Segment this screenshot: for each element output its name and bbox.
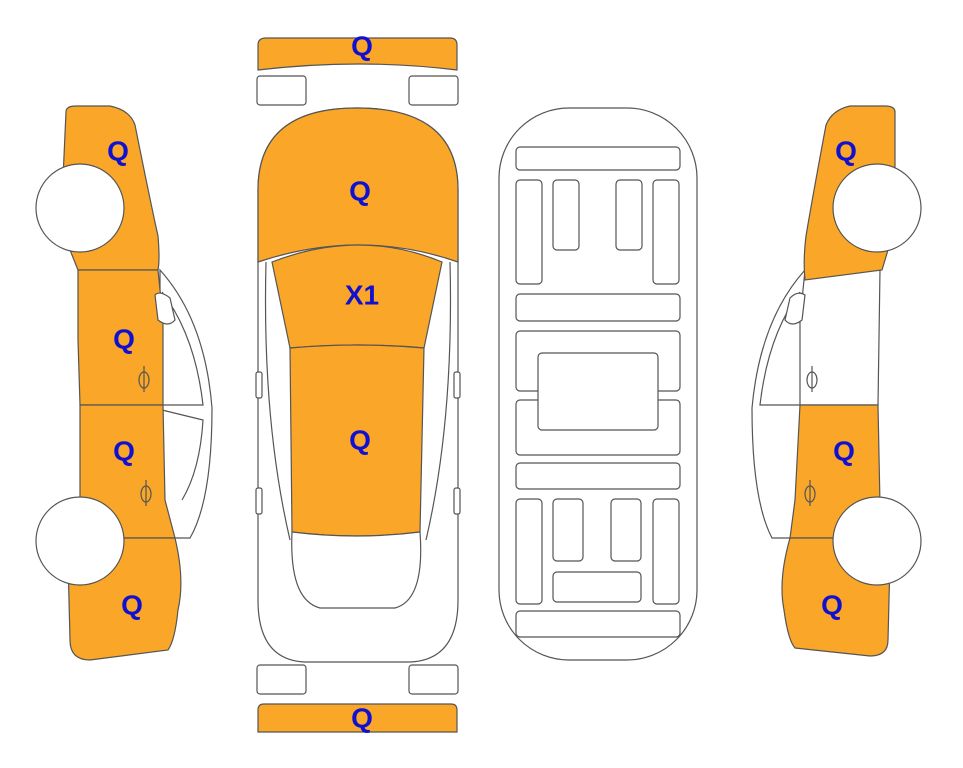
left-rear-quarter-label: Q bbox=[121, 590, 143, 621]
left-rear-door-label: Q bbox=[113, 436, 135, 467]
underbody-box-fr bbox=[615, 179, 643, 251]
underbody-rear-plate bbox=[552, 571, 642, 603]
roof-label: Q bbox=[349, 425, 371, 456]
right-rear-door-handle bbox=[804, 480, 816, 506]
windshield-label: X1 bbox=[345, 280, 379, 311]
left-side-marker bbox=[255, 487, 263, 515]
underbody-center-plate bbox=[537, 352, 659, 431]
underbody-rail-fr bbox=[652, 179, 680, 285]
underbody-crossmember-1 bbox=[515, 293, 681, 322]
underbody-view bbox=[498, 107, 698, 661]
right-rear-door-label: Q bbox=[833, 436, 855, 467]
left-mirror bbox=[255, 371, 263, 399]
left-front-fender-label: Q bbox=[107, 136, 129, 167]
left-front-wheel bbox=[35, 163, 125, 253]
right-cabin-outline bbox=[751, 268, 806, 539]
right-front-door-handle bbox=[806, 366, 818, 392]
right-front-wheel bbox=[832, 163, 922, 253]
left-side-glass bbox=[264, 261, 291, 541]
left-rear-wheel bbox=[35, 496, 125, 586]
underbody-box-fl bbox=[552, 179, 580, 251]
left-front-door-label: Q bbox=[113, 324, 135, 355]
underbody-front-bar bbox=[515, 146, 681, 171]
underbody-rear-bar bbox=[515, 610, 681, 638]
right-side-marker bbox=[453, 487, 461, 515]
right-rear-wheel bbox=[832, 496, 922, 586]
right-mirror bbox=[453, 371, 461, 399]
front-bumper-panel[interactable] bbox=[257, 37, 458, 71]
right-side-view: Q Q Q bbox=[751, 105, 922, 657]
rear-bumper-label: Q bbox=[351, 703, 373, 734]
underbody-box-rl bbox=[552, 498, 584, 562]
top-view: Q Q X1 Q Q bbox=[255, 31, 461, 734]
underbody-rail-rr bbox=[652, 498, 680, 605]
rear-window bbox=[291, 531, 422, 609]
right-front-fender-label: Q bbox=[835, 136, 857, 167]
underbody-box-rr bbox=[610, 498, 642, 562]
underbody-crossmember-2 bbox=[515, 462, 681, 490]
underbody-rail-fl bbox=[515, 179, 543, 285]
right-mirror-side bbox=[784, 292, 806, 325]
rear-bumper-panel[interactable] bbox=[257, 703, 458, 733]
right-rear-quarter-label: Q bbox=[821, 590, 843, 621]
left-side-view: Q Q Q Q bbox=[35, 105, 213, 661]
rear-left-light bbox=[256, 664, 307, 695]
left-rear-door-handle bbox=[140, 480, 152, 506]
front-bumper-label: Q bbox=[351, 31, 373, 62]
rear-right-light bbox=[408, 664, 459, 695]
hood-label: Q bbox=[349, 176, 371, 207]
left-mirror-side bbox=[154, 292, 176, 325]
right-side-glass bbox=[425, 261, 452, 541]
left-cabin-outline bbox=[159, 268, 213, 539]
left-front-door-handle bbox=[138, 366, 150, 392]
front-right-light bbox=[408, 75, 459, 106]
left-window-line-2 bbox=[161, 409, 204, 501]
front-left-light bbox=[256, 75, 307, 106]
underbody-rail-rl bbox=[515, 498, 543, 605]
